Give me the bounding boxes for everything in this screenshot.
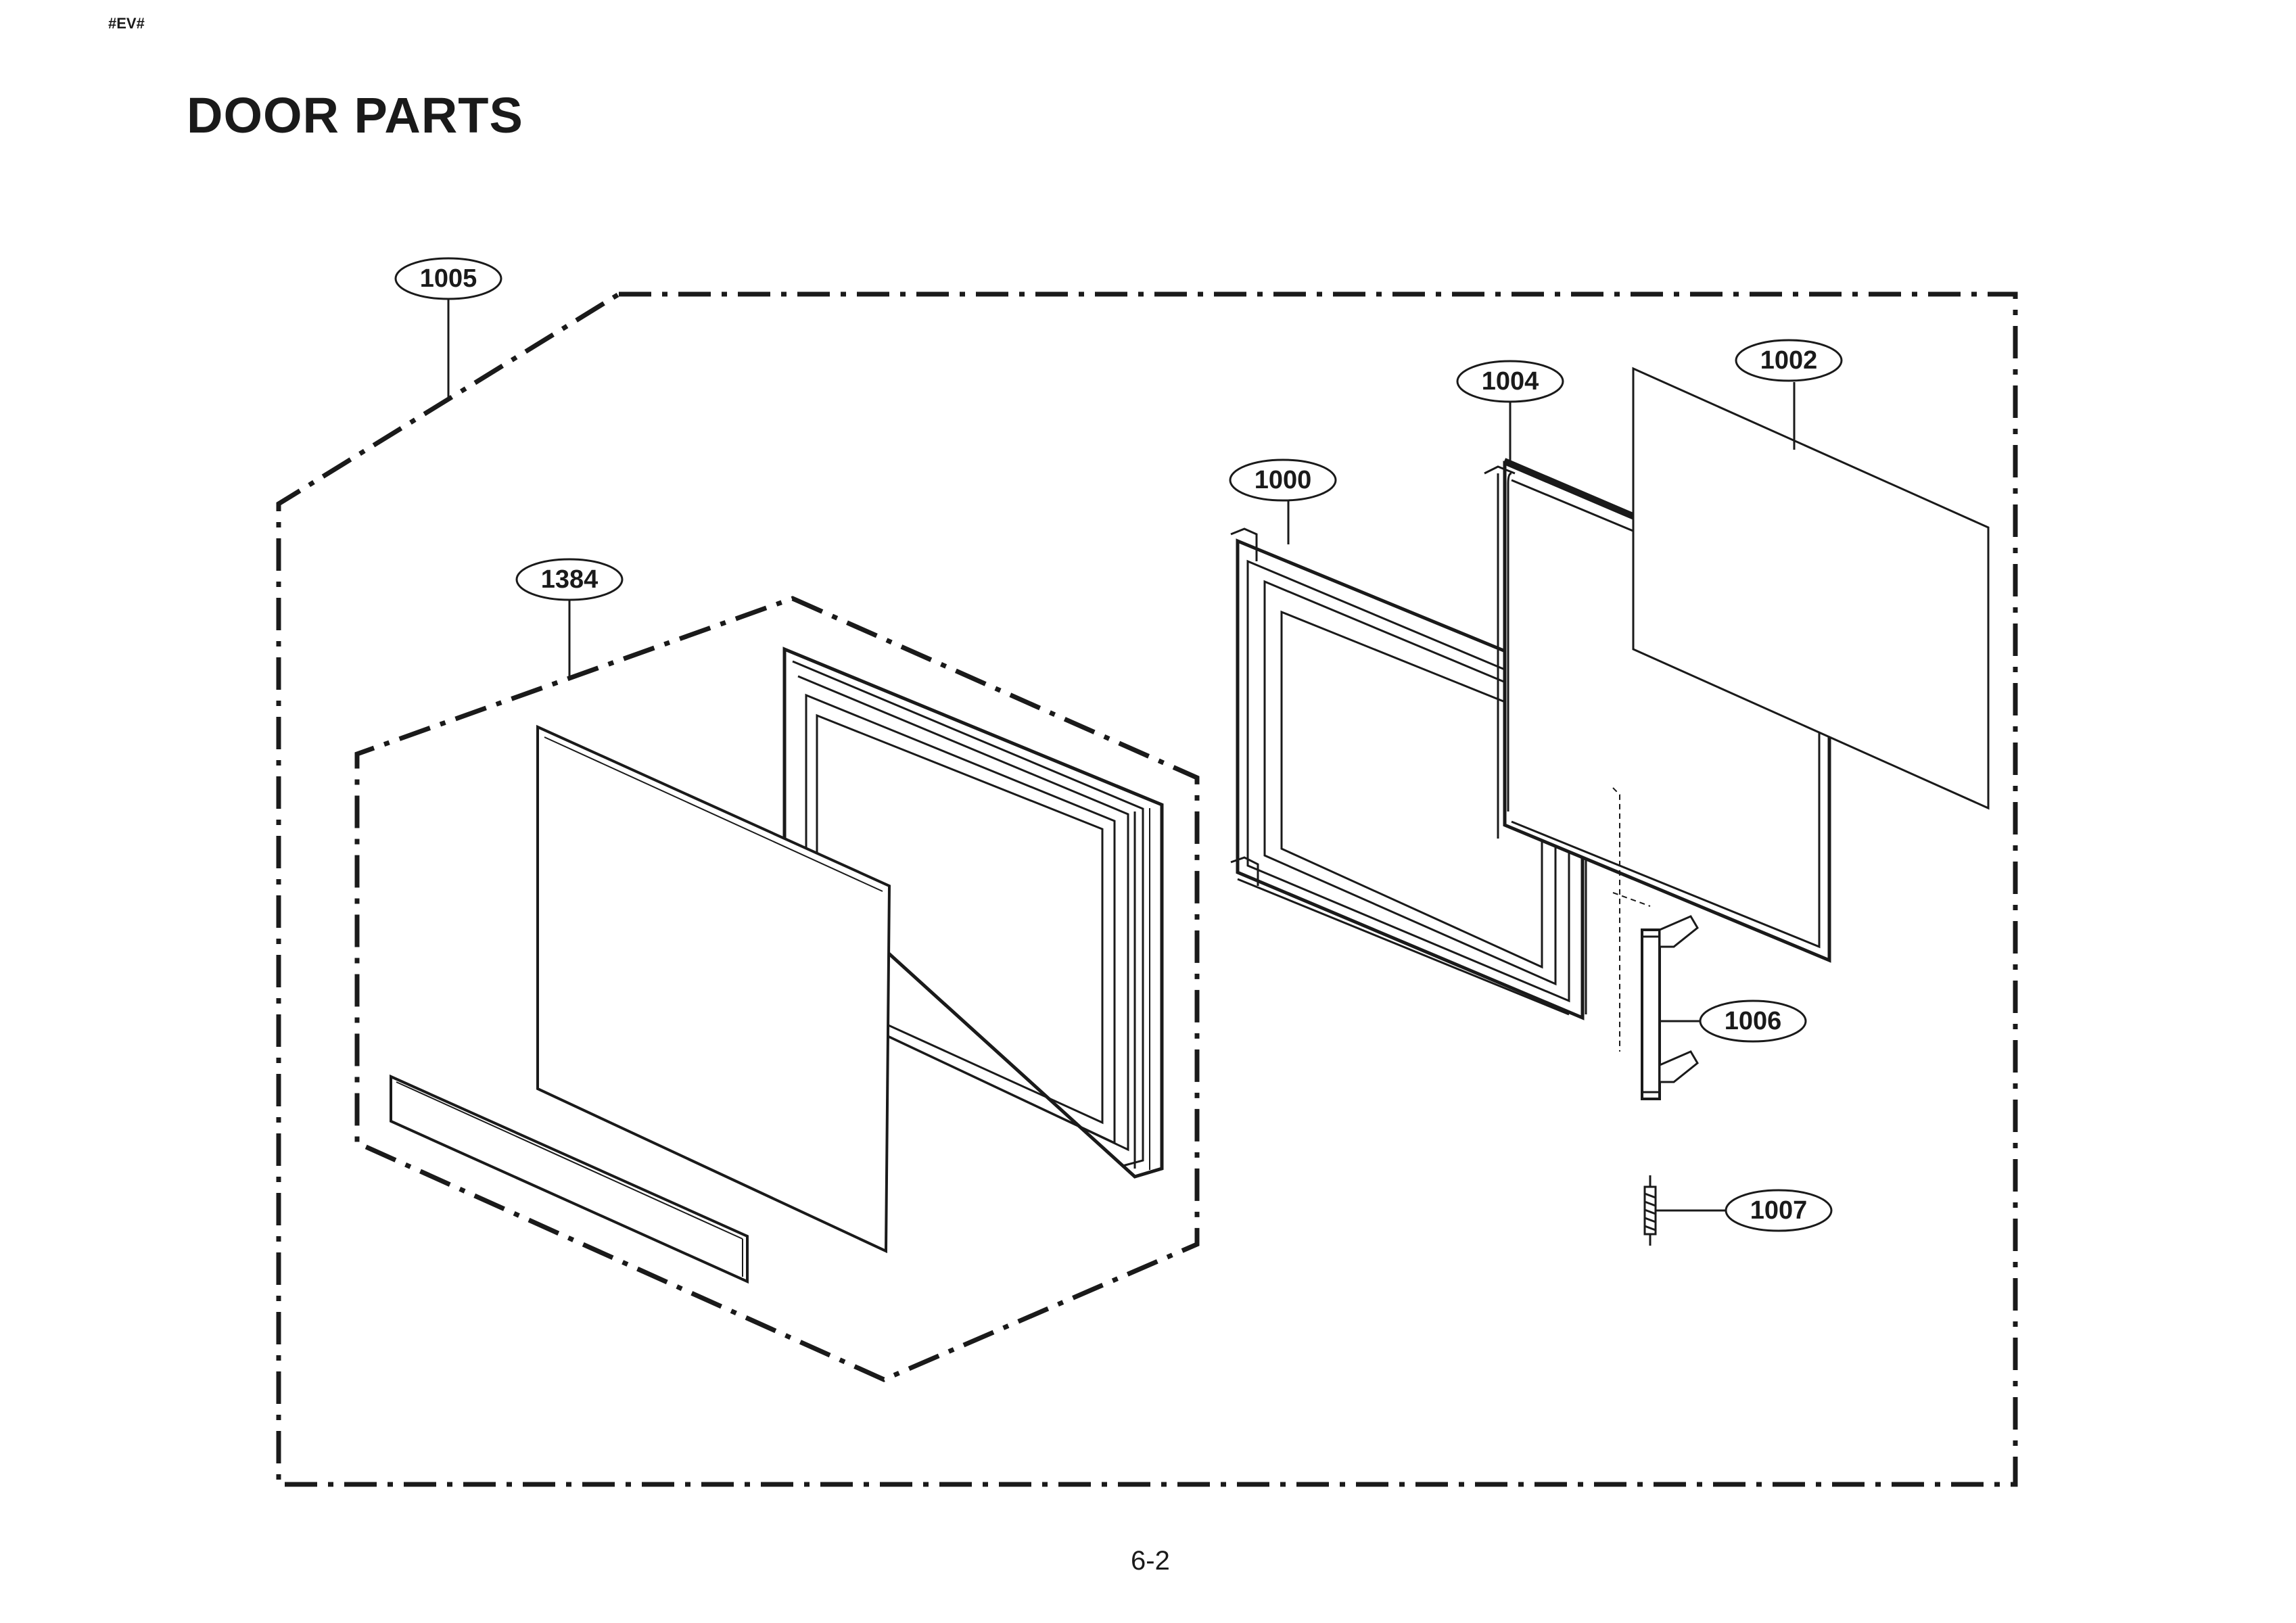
latch-hook-1006 bbox=[1641, 915, 1699, 1100]
door-chassis-1000 bbox=[1230, 527, 1587, 1020]
callout-1006: 1006 bbox=[1699, 999, 1807, 1043]
glass-plate-1002 bbox=[1632, 367, 1990, 810]
callout-1000: 1000 bbox=[1229, 458, 1337, 502]
callout-leaders bbox=[447, 298, 1796, 1212]
callout-1004: 1004 bbox=[1456, 360, 1564, 403]
assembly-boundary-1005 bbox=[276, 291, 2018, 1487]
callout-1005: 1005 bbox=[394, 257, 502, 300]
callout-label-1384: 1384 bbox=[541, 565, 599, 594]
callout-label-1004: 1004 bbox=[1482, 367, 1539, 396]
callout-label-1000: 1000 bbox=[1255, 466, 1312, 494]
page-title: DOOR PARTS bbox=[187, 87, 523, 143]
callout-label-1007: 1007 bbox=[1750, 1196, 1808, 1225]
callout-1002: 1002 bbox=[1735, 339, 1843, 382]
callout-label-1002: 1002 bbox=[1760, 346, 1818, 375]
callout-label-1005: 1005 bbox=[420, 264, 477, 293]
spring-1007 bbox=[1643, 1175, 1657, 1246]
door-glass-panel-inner bbox=[544, 736, 883, 892]
door-outer-frame bbox=[782, 646, 1164, 1179]
callout-1007: 1007 bbox=[1725, 1189, 1833, 1232]
corner-tag: #EV# bbox=[108, 15, 145, 32]
callout-label-1006: 1006 bbox=[1725, 1007, 1782, 1035]
page-number: 6-2 bbox=[1131, 1546, 1170, 1576]
door-bottom-trim-edge bbox=[396, 1081, 743, 1277]
callout-1384: 1384 bbox=[515, 558, 624, 601]
latch-leader-lines bbox=[1612, 787, 1651, 1052]
door-glass-panel bbox=[536, 724, 891, 1254]
door-bottom-trim bbox=[390, 1074, 749, 1284]
assembly-boundary-1384 bbox=[354, 596, 1200, 1382]
